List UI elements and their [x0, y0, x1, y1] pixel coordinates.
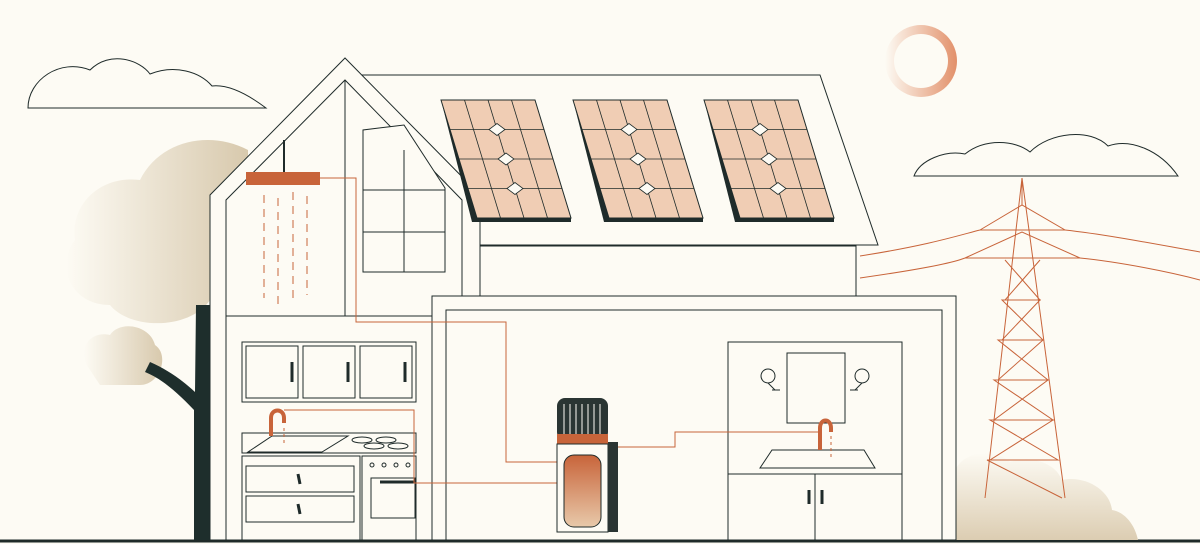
- kitchen: [241, 341, 417, 541]
- cloud-icon: [913, 134, 1179, 177]
- wall-lamp-icon: [760, 368, 780, 391]
- upper-wall: [479, 245, 857, 297]
- power-pylon-icon: [859, 177, 1200, 499]
- solar-panel-icon: [703, 99, 835, 222]
- bush-icon: [955, 452, 1138, 540]
- mirror-icon: [786, 352, 846, 424]
- sun-icon: [885, 25, 957, 97]
- faucet-icon: [269, 408, 286, 446]
- faucet-icon: [818, 418, 833, 458]
- solar-panel-icon: [572, 99, 704, 222]
- tree-icon: [66, 140, 248, 540]
- solar-panel-icon: [440, 99, 572, 222]
- solar-panel-array: [440, 99, 835, 222]
- cloud-icon: [27, 58, 268, 109]
- wall-lamp-icon: [850, 368, 870, 391]
- water-heater-icon: [556, 398, 618, 533]
- pipe-lines: [284, 177, 822, 484]
- shower-icon: [246, 140, 320, 305]
- bathroom: [727, 341, 903, 541]
